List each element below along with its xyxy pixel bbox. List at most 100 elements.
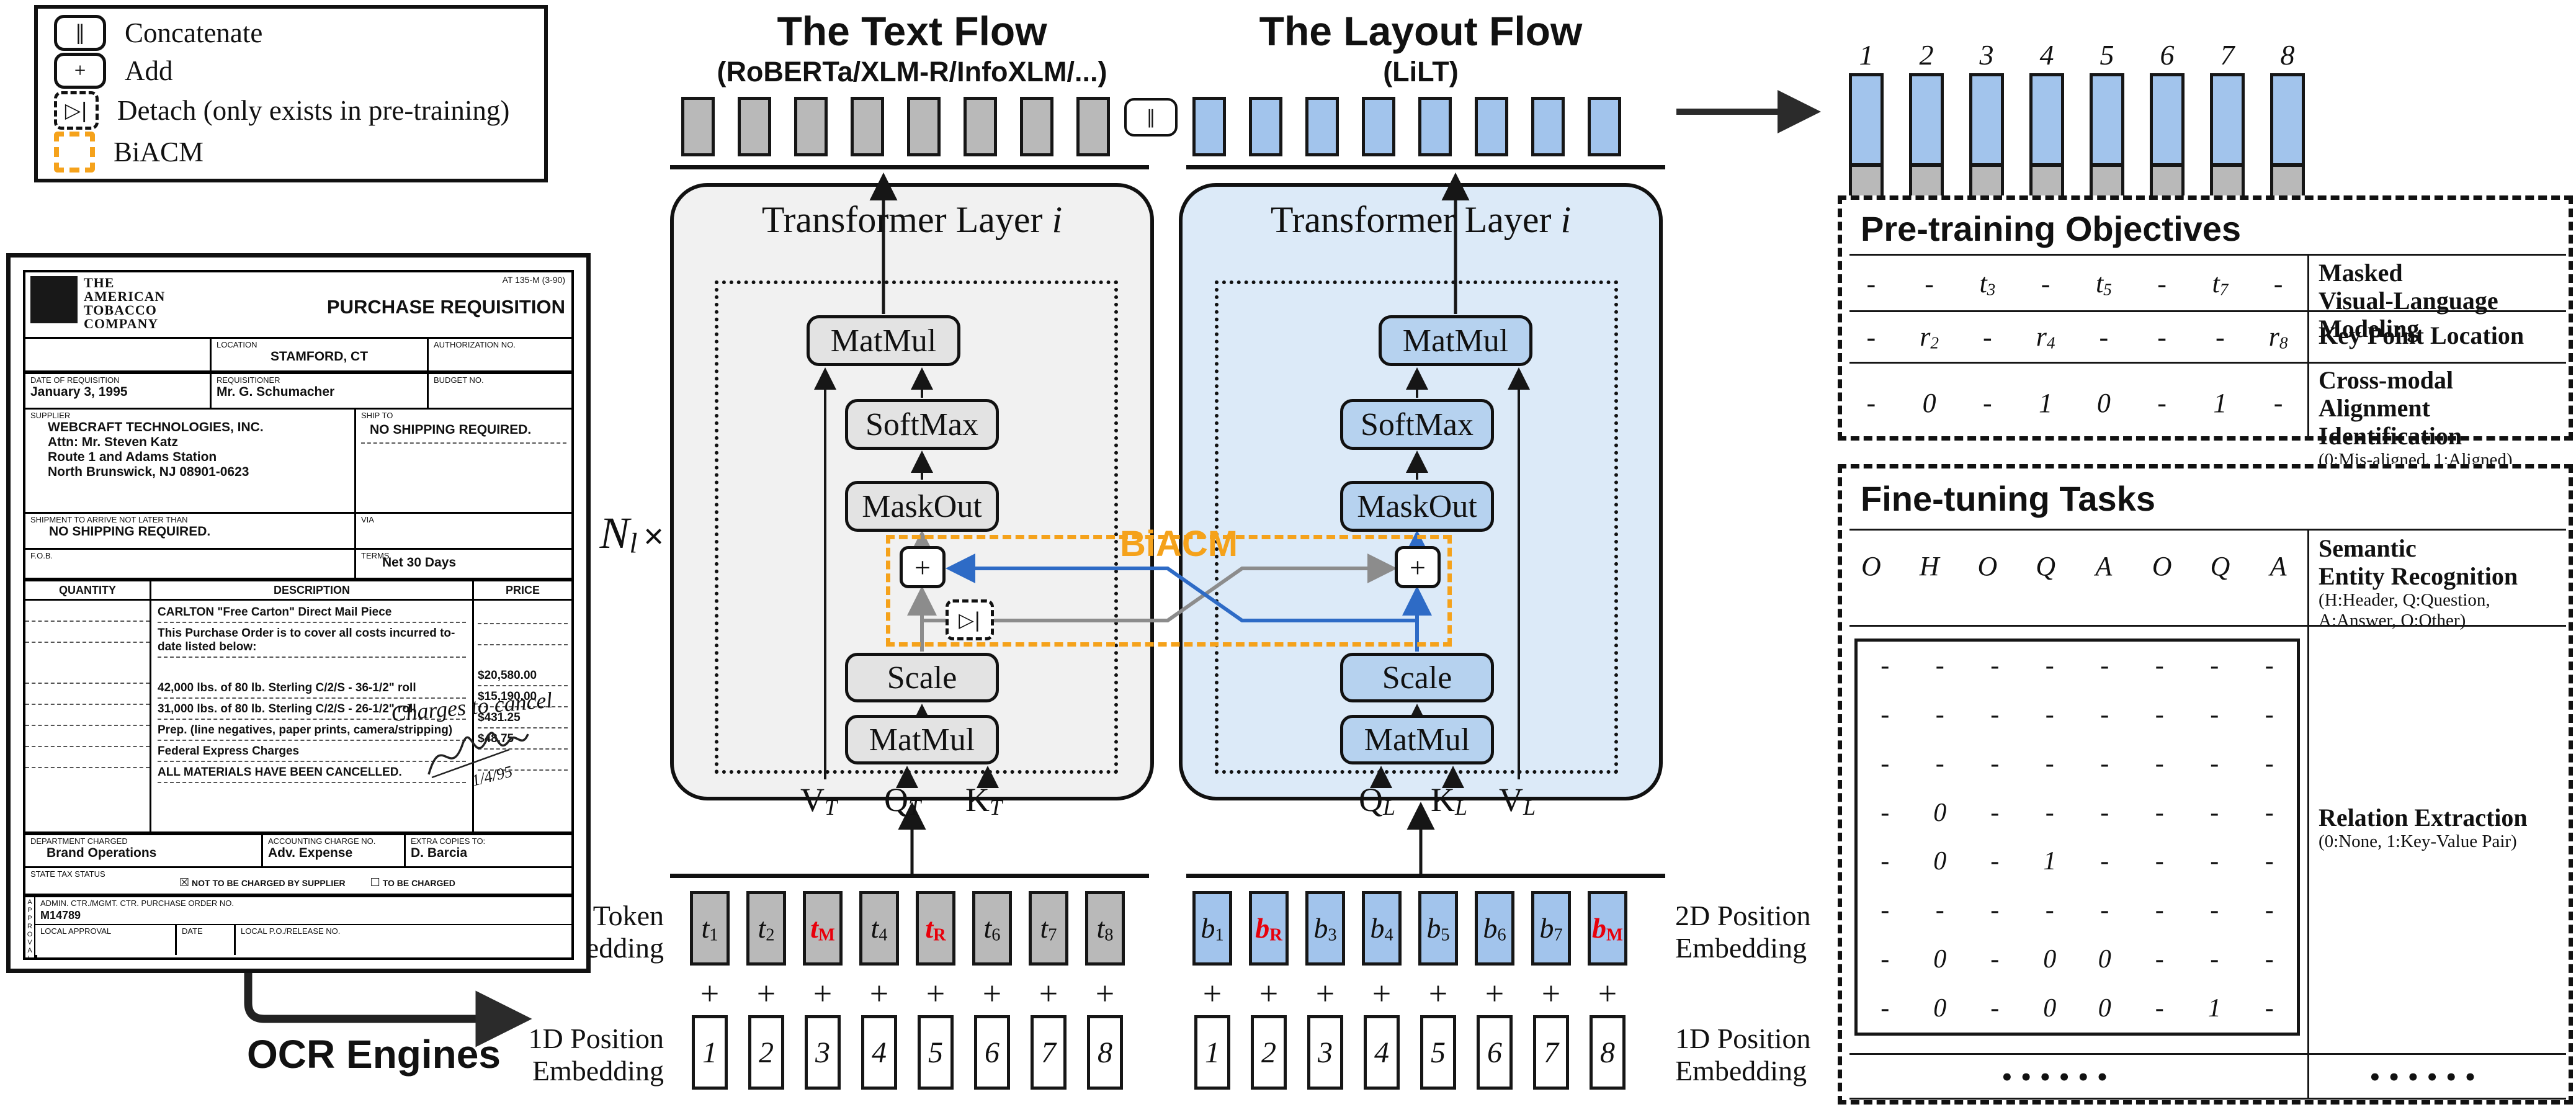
- qt-label: QT: [884, 781, 921, 820]
- matrix-value: 0: [1913, 993, 1968, 1023]
- math-token: -: [2155, 847, 2164, 876]
- approvals-section: APPROVALS ADMIN. CTR./MGMT. CTR. PURCHAS…: [25, 894, 571, 960]
- item-spacer: [158, 658, 466, 678]
- approval-cell-label: DATE: [42, 956, 566, 957]
- item-description: This Purchase Order is to cover all cost…: [158, 623, 466, 658]
- text-flow-title: The Text Flow: [777, 8, 1047, 54]
- math-token: 0: [1933, 798, 1947, 827]
- approvals-label: APPROVALS: [26, 899, 34, 960]
- matrix-value: H: [1900, 550, 1959, 582]
- matrix-value: -: [1959, 387, 2017, 419]
- math-token: t3: [1979, 268, 1996, 299]
- math-token: -: [1881, 798, 1890, 827]
- token-add-row: ++++++++: [690, 974, 1125, 1013]
- math-token: O: [2152, 550, 2172, 581]
- matrix-value: 0: [2023, 944, 2078, 974]
- math-token: -: [2265, 896, 2274, 925]
- math-token: -: [1881, 701, 1890, 730]
- math-token: 1: [2039, 387, 2053, 418]
- matrix-value: Q: [2191, 550, 2250, 582]
- add-glyph: +: [1315, 975, 1335, 1012]
- token-embedding-box: t2: [746, 891, 786, 966]
- item-price: [478, 624, 568, 645]
- legend-label: Detach (only exists in pre-training): [117, 94, 510, 126]
- math-token: b7: [1539, 912, 1563, 945]
- layout-add-row: ++++++++: [1192, 974, 1627, 1013]
- math-token: H: [1919, 550, 1939, 581]
- math-token: -: [2045, 652, 2054, 681]
- matrix-value: -: [2077, 700, 2132, 730]
- matrix-value: t3: [1959, 267, 2017, 299]
- layout-hidden-states: [1192, 97, 1621, 156]
- math-token: -: [2210, 652, 2219, 681]
- math-token: r4: [2036, 321, 2055, 352]
- math-token: -: [2155, 944, 2164, 974]
- math-token: -: [1866, 321, 1876, 352]
- label-line: Semantic: [2319, 534, 2417, 562]
- output-layout-segment: [1909, 73, 1944, 165]
- matrix-value: -: [1967, 944, 2023, 974]
- text-softmax-block: SoftMax: [845, 399, 999, 450]
- sequence-bar: [907, 97, 941, 156]
- math-token: -: [2155, 749, 2164, 778]
- items-header: QUANTITY DESCRIPTION PRICE: [25, 578, 571, 599]
- matrix-value: -: [2132, 700, 2188, 730]
- matrix-value: O: [2133, 550, 2191, 582]
- matrix-value: -: [2187, 651, 2242, 681]
- position-embedding-box: 4: [861, 1015, 897, 1090]
- field-via: VIA: [354, 514, 571, 548]
- matrix-value: -: [1858, 798, 1913, 828]
- output-layout-segment: [2210, 73, 2245, 165]
- math-token: -: [2157, 321, 2167, 352]
- matrix-value: 0: [2077, 993, 2132, 1023]
- math-token: -: [2100, 798, 2109, 827]
- math-token: -: [1866, 387, 1876, 418]
- matrix-value: -: [1959, 321, 2017, 353]
- legend-label: BiACM: [114, 137, 204, 168]
- layout-add-node: +: [1395, 546, 1441, 588]
- approval-cell: DATE: [175, 925, 234, 955]
- output-index: 3: [1979, 39, 1994, 71]
- add-icon: +: [54, 53, 106, 89]
- approval-cell: LOCAL P.O./RELEASE NO.: [234, 925, 346, 955]
- math-token: -: [2157, 268, 2167, 299]
- sequence-bar: [738, 97, 771, 156]
- position-embedding-box: 6: [1477, 1015, 1513, 1090]
- position-embedding-box: 5: [918, 1015, 954, 1090]
- math-token: t5: [2095, 268, 2112, 299]
- field-terms: TERMS Net 30 Days: [354, 550, 571, 578]
- layout-maskout-block: MaskOut: [1340, 481, 1494, 532]
- math-token: r8: [2268, 321, 2288, 352]
- sequence-bar: [1192, 97, 1226, 156]
- add-glyph: +: [813, 975, 833, 1012]
- legend-item-add: + Add: [54, 53, 528, 89]
- vl-label: VL: [1499, 781, 1536, 820]
- concatenate-icon: ∥: [54, 14, 106, 51]
- item-spacer: [25, 643, 150, 663]
- position-embedding-box: 2: [748, 1015, 784, 1090]
- math-token: -: [2099, 321, 2109, 352]
- matrix-value: -: [2187, 798, 2242, 828]
- token-embedding-box: t8: [1085, 891, 1125, 966]
- math-token: 0: [1933, 847, 1947, 876]
- finetuning-title: Fine-tuning Tasks: [1861, 479, 2155, 518]
- math-token: Q: [2036, 550, 2056, 581]
- math-token: -: [2210, 798, 2219, 827]
- output-index: 4: [2039, 39, 2054, 71]
- matrix-value: -: [2077, 798, 2132, 828]
- layout-attention-dotted-box: [1215, 280, 1618, 774]
- kpl-row: -r2-r4---r8: [1842, 315, 2307, 359]
- matrix-value: -: [1842, 387, 1900, 419]
- matrix-value: -: [1967, 651, 2023, 681]
- approval-cell-value: M14789: [40, 909, 81, 921]
- detach-icon: ▷|: [54, 91, 99, 130]
- item-quantity: [25, 684, 150, 705]
- position-embedding-box: 8: [1087, 1015, 1123, 1090]
- label-line: Embedding: [1675, 1055, 1807, 1087]
- math-token: -: [2155, 652, 2164, 681]
- matrix-value: r2: [1900, 321, 1959, 352]
